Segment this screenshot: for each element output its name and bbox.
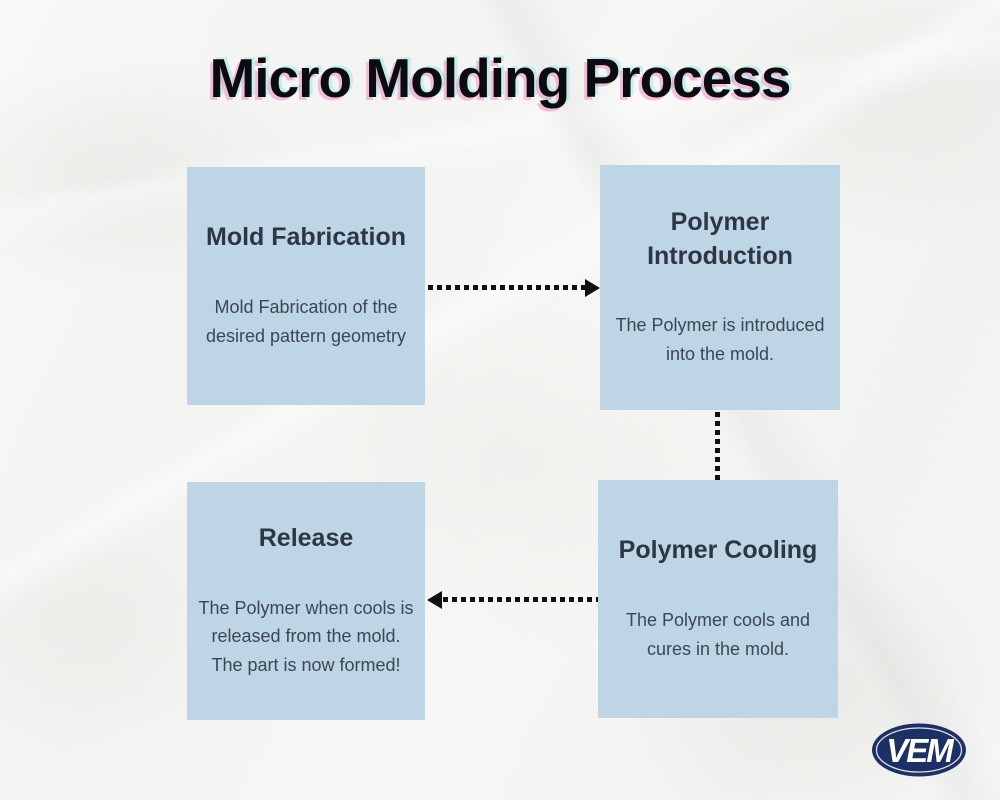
step-title-polymer-cooling: Polymer Cooling — [618, 536, 818, 565]
dotted-connector-introduction-to-cooling — [715, 412, 720, 480]
step-box-polymer-cooling: Polymer Cooling The Polymer cools and cu… — [598, 480, 838, 718]
arrowhead-right-icon — [585, 279, 600, 297]
dotted-arrow-cooling-to-release — [443, 597, 598, 602]
vem-logo: VEM — [872, 723, 966, 777]
vem-logo-text: VEM — [886, 732, 955, 769]
arrowhead-left-icon — [427, 591, 442, 609]
step-title-mold-fabrication: Mold Fabrication — [206, 223, 406, 252]
step-title-release: Release — [258, 523, 354, 552]
step-title-polymer-introduction: Polymer Introduction — [647, 207, 793, 270]
step-description-mold-fabrication: Mold Fabrication of the desired pattern … — [205, 297, 407, 346]
step-description-polymer-cooling: The Polymer cools and cures in the mold. — [625, 610, 811, 659]
vem-logo-ellipse — [872, 723, 966, 777]
step-box-release: Release The Polymer when cools is releas… — [187, 482, 425, 720]
step-description-release: The Polymer when cools is released from … — [198, 597, 414, 676]
page-title: Micro Molding Process — [209, 47, 791, 109]
step-box-mold-fabrication: Mold Fabrication Mold Fabrication of the… — [187, 167, 425, 405]
step-description-polymer-introduction: The Polymer is introduced into the mold. — [615, 315, 825, 365]
vem-logo-ring — [875, 727, 963, 773]
dotted-arrow-mold-to-introduction — [428, 285, 586, 290]
step-box-polymer-introduction: Polymer Introduction The Polymer is intr… — [600, 165, 840, 410]
